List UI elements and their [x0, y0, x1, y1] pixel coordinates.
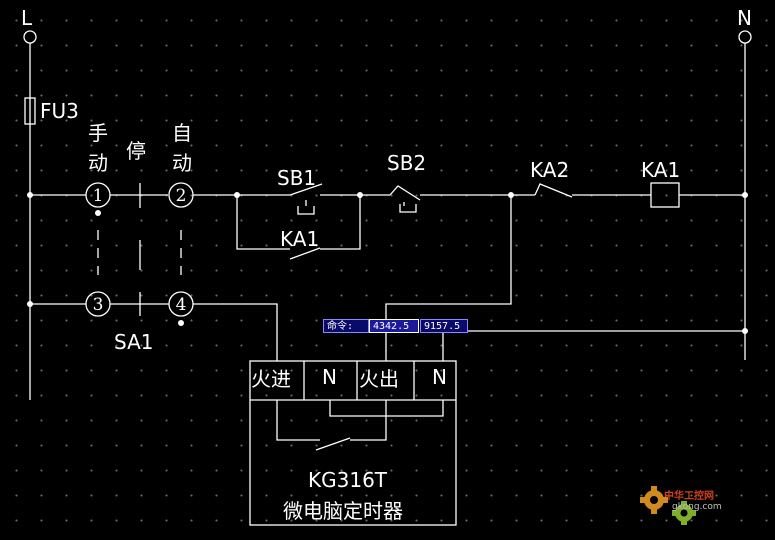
watermark-name: 中华工控网: [664, 491, 714, 502]
command-label: 命令:: [323, 319, 369, 333]
watermark-url: gkong.com: [672, 502, 722, 512]
mode-manual-label-1: 手: [88, 121, 108, 145]
selector-pos-3-label: 3: [93, 295, 104, 315]
command-y-input[interactable]: 9157.5: [420, 319, 468, 333]
fuse-label: FU3: [40, 99, 79, 123]
wire: [385, 195, 512, 361]
command-x-input[interactable]: 4342.5: [369, 319, 419, 333]
ka1-coil-label: KA1: [641, 158, 680, 182]
timer-pin-n2: N: [432, 365, 447, 389]
sb2-contact: [389, 185, 421, 201]
wire: [320, 195, 361, 250]
timer-internal-wire: [350, 400, 387, 441]
mode-auto-label-2: 动: [172, 151, 192, 175]
mode-manual-label-2: 动: [88, 151, 108, 175]
ka1-contact-label: KA1: [280, 227, 319, 251]
timer-internal-wire: [276, 400, 320, 441]
timer-pin-fire-in: 火进: [251, 367, 291, 391]
selector-pos-1: [85, 182, 111, 208]
timer-pin-fire-out: 火出: [359, 367, 399, 391]
terminal-n-label: N: [737, 6, 752, 30]
ka2-label: KA2: [530, 158, 569, 182]
sb2-label: SB2: [387, 151, 426, 175]
selector-dot: [178, 320, 184, 326]
sb1-actuator: [297, 206, 315, 215]
terminal-n-circle: [738, 30, 752, 44]
mode-stop-label: 停: [126, 139, 146, 163]
ka1-coil: [650, 182, 680, 208]
timer-model: KG316T: [308, 468, 388, 492]
junction: [742, 192, 748, 198]
ka1-holding-contact: [289, 247, 321, 260]
junction: [27, 301, 33, 307]
selector-pos-4-label: 4: [176, 295, 187, 315]
gear-logo-icon: [640, 486, 696, 525]
timer-internal-wire: [329, 400, 444, 417]
selector-pos-2: [168, 182, 194, 208]
selector-pos-1-label: 1: [93, 186, 104, 206]
sb1-label: SB1: [277, 166, 316, 190]
selector-pos-2-label: 2: [176, 186, 187, 206]
sb2-actuator: [399, 204, 417, 213]
wire: [442, 330, 745, 361]
terminal-l-circle: [23, 30, 37, 44]
fuse-symbol: [24, 97, 36, 125]
timer-box: [249, 360, 457, 526]
timer-internal-switch: [315, 437, 351, 451]
ka2-contact: [534, 183, 573, 198]
junction: [27, 192, 33, 198]
mode-auto-label-1: 自: [172, 121, 192, 145]
timer-pin-n1: N: [322, 365, 337, 389]
sb1-contact: [289, 183, 323, 196]
wire: [193, 303, 278, 361]
selector-label: SA1: [114, 330, 153, 354]
timer-description: 微电脑定时器: [283, 499, 403, 523]
wire: [236, 195, 290, 250]
selector-dot: [95, 210, 101, 216]
terminal-l-label: L: [21, 6, 33, 30]
